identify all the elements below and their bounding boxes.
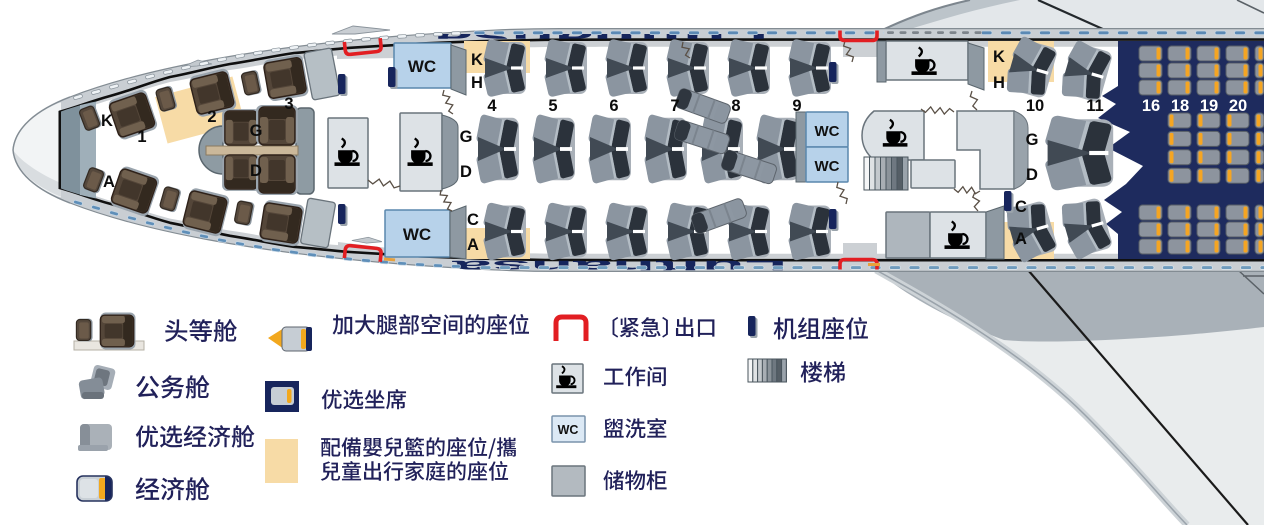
svg-text:WC: WC bbox=[558, 423, 579, 437]
svg-text:G: G bbox=[460, 128, 473, 146]
svg-text:7: 7 bbox=[670, 97, 679, 115]
svg-text:9: 9 bbox=[792, 97, 801, 115]
svg-text:H: H bbox=[471, 74, 483, 92]
svg-text:5: 5 bbox=[548, 97, 557, 115]
svg-text:4: 4 bbox=[487, 97, 497, 115]
svg-text:D: D bbox=[250, 162, 262, 180]
svg-text:20: 20 bbox=[1229, 97, 1247, 115]
svg-text:11: 11 bbox=[1086, 97, 1103, 115]
svg-text:K: K bbox=[993, 48, 1005, 66]
svg-text:C: C bbox=[467, 211, 479, 229]
svg-text:WC: WC bbox=[815, 123, 840, 140]
svg-text:G: G bbox=[1026, 131, 1039, 149]
svg-text:2: 2 bbox=[207, 108, 216, 126]
svg-text:10: 10 bbox=[1026, 97, 1044, 115]
svg-text:18: 18 bbox=[1171, 97, 1189, 115]
svg-text:K: K bbox=[471, 51, 483, 69]
svg-text:D: D bbox=[1026, 166, 1038, 184]
svg-text:C: C bbox=[1015, 198, 1027, 216]
svg-text:3: 3 bbox=[284, 95, 293, 113]
svg-text:D: D bbox=[460, 163, 472, 181]
svg-text:K: K bbox=[101, 112, 113, 130]
svg-text:H: H bbox=[993, 74, 1005, 92]
svg-text:1: 1 bbox=[137, 128, 146, 146]
svg-text:WC: WC bbox=[408, 57, 436, 76]
svg-text:WC: WC bbox=[815, 158, 840, 175]
svg-text:16: 16 bbox=[1142, 97, 1160, 115]
svg-text:A: A bbox=[467, 236, 479, 254]
svg-text:G: G bbox=[250, 122, 263, 140]
svg-text:8: 8 bbox=[731, 97, 740, 115]
svg-text:19: 19 bbox=[1200, 97, 1218, 115]
svg-text:WC: WC bbox=[403, 225, 431, 244]
svg-text:A: A bbox=[103, 173, 115, 191]
svg-text:A: A bbox=[1015, 230, 1027, 248]
svg-text:6: 6 bbox=[609, 97, 618, 115]
svg-text:Lufthansa: Lufthansa bbox=[432, 24, 768, 54]
